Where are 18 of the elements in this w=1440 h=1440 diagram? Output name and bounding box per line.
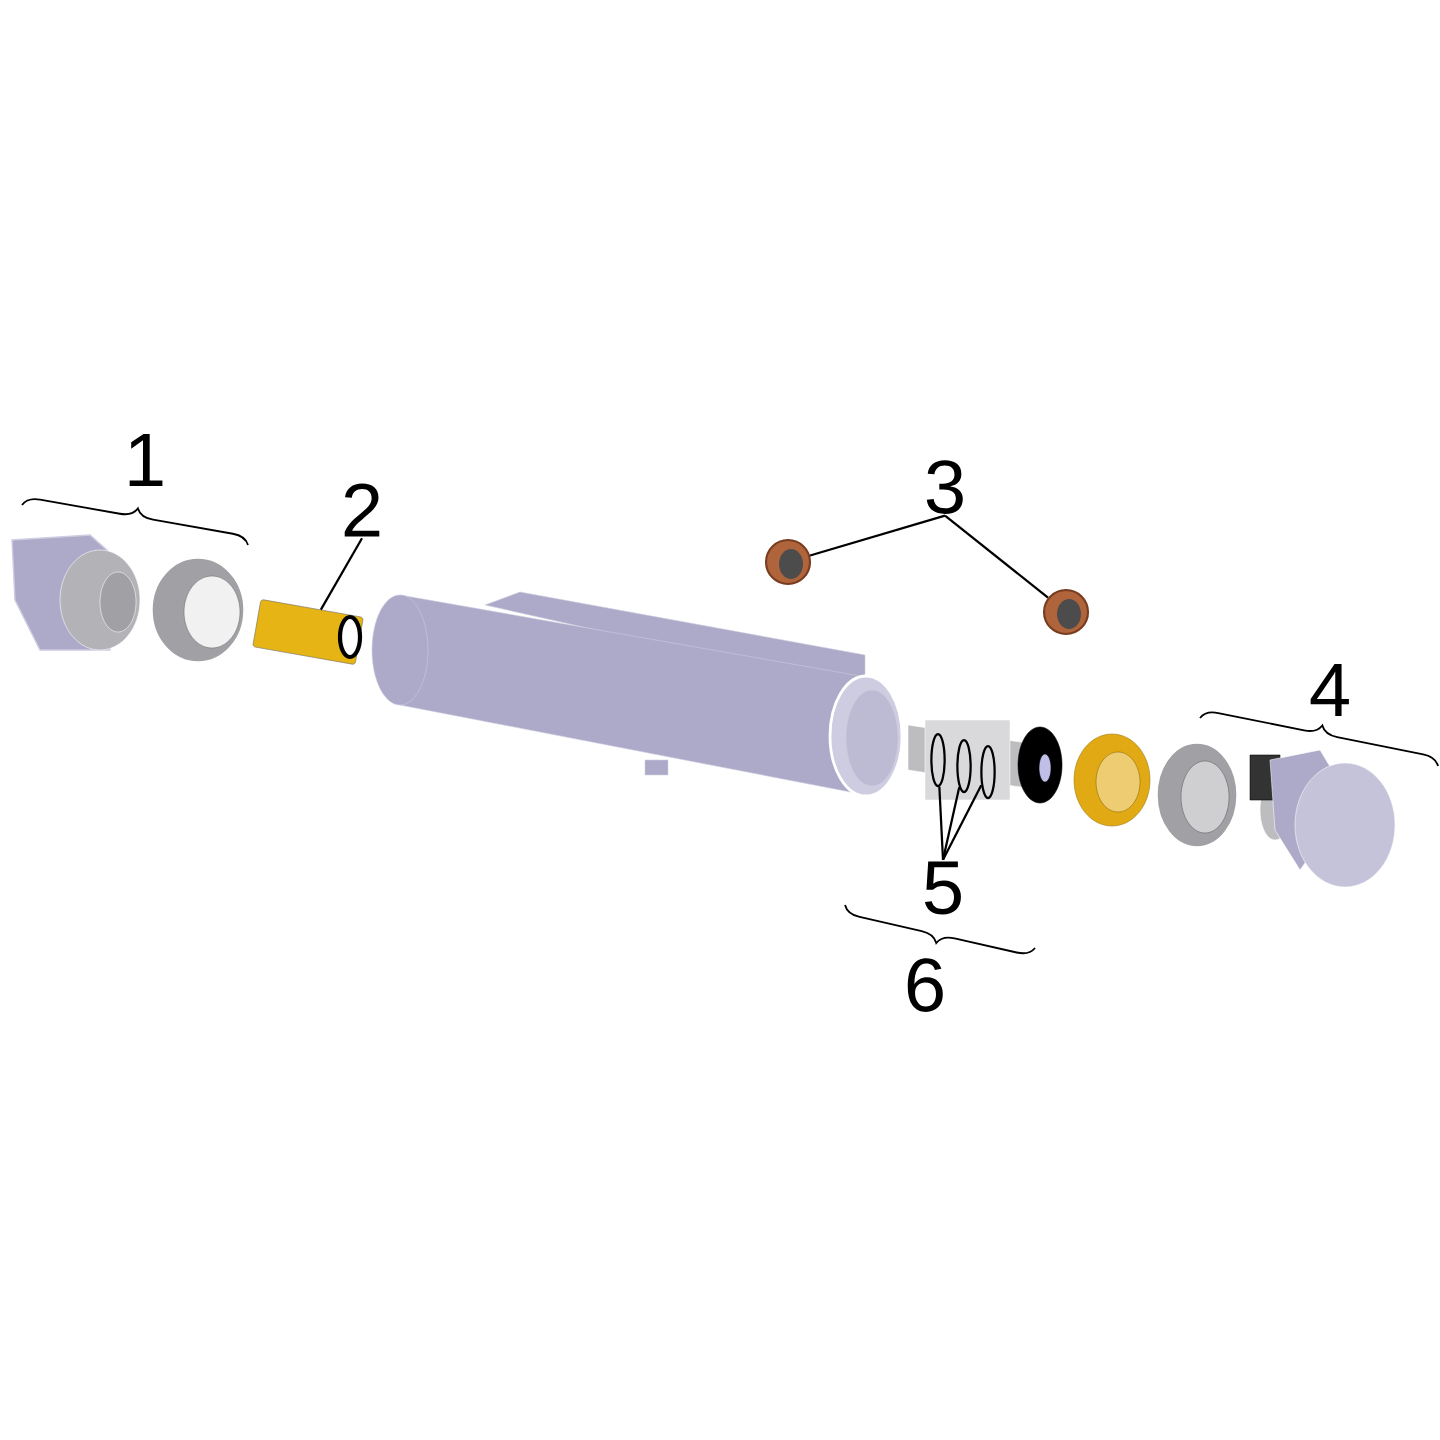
washer: [1042, 588, 1090, 636]
callout-number: 4: [1310, 663, 1349, 717]
callout-number: 6: [907, 958, 943, 1012]
o-ring: [980, 744, 996, 800]
washer: [764, 538, 812, 586]
callout-number: 5: [924, 861, 961, 915]
leader-line: [319, 537, 363, 611]
o-ring: [930, 732, 946, 788]
leader-line: [941, 787, 961, 861]
o-ring: [956, 738, 972, 794]
cartridge: [252, 599, 364, 665]
leader-line: [942, 784, 983, 861]
callout-number: 2: [344, 483, 380, 537]
leader-line: [809, 514, 946, 557]
callout-number: 3: [926, 460, 963, 514]
callout-number: 1: [129, 433, 163, 487]
leader-line: [944, 514, 1049, 599]
leader-line: [938, 786, 945, 860]
